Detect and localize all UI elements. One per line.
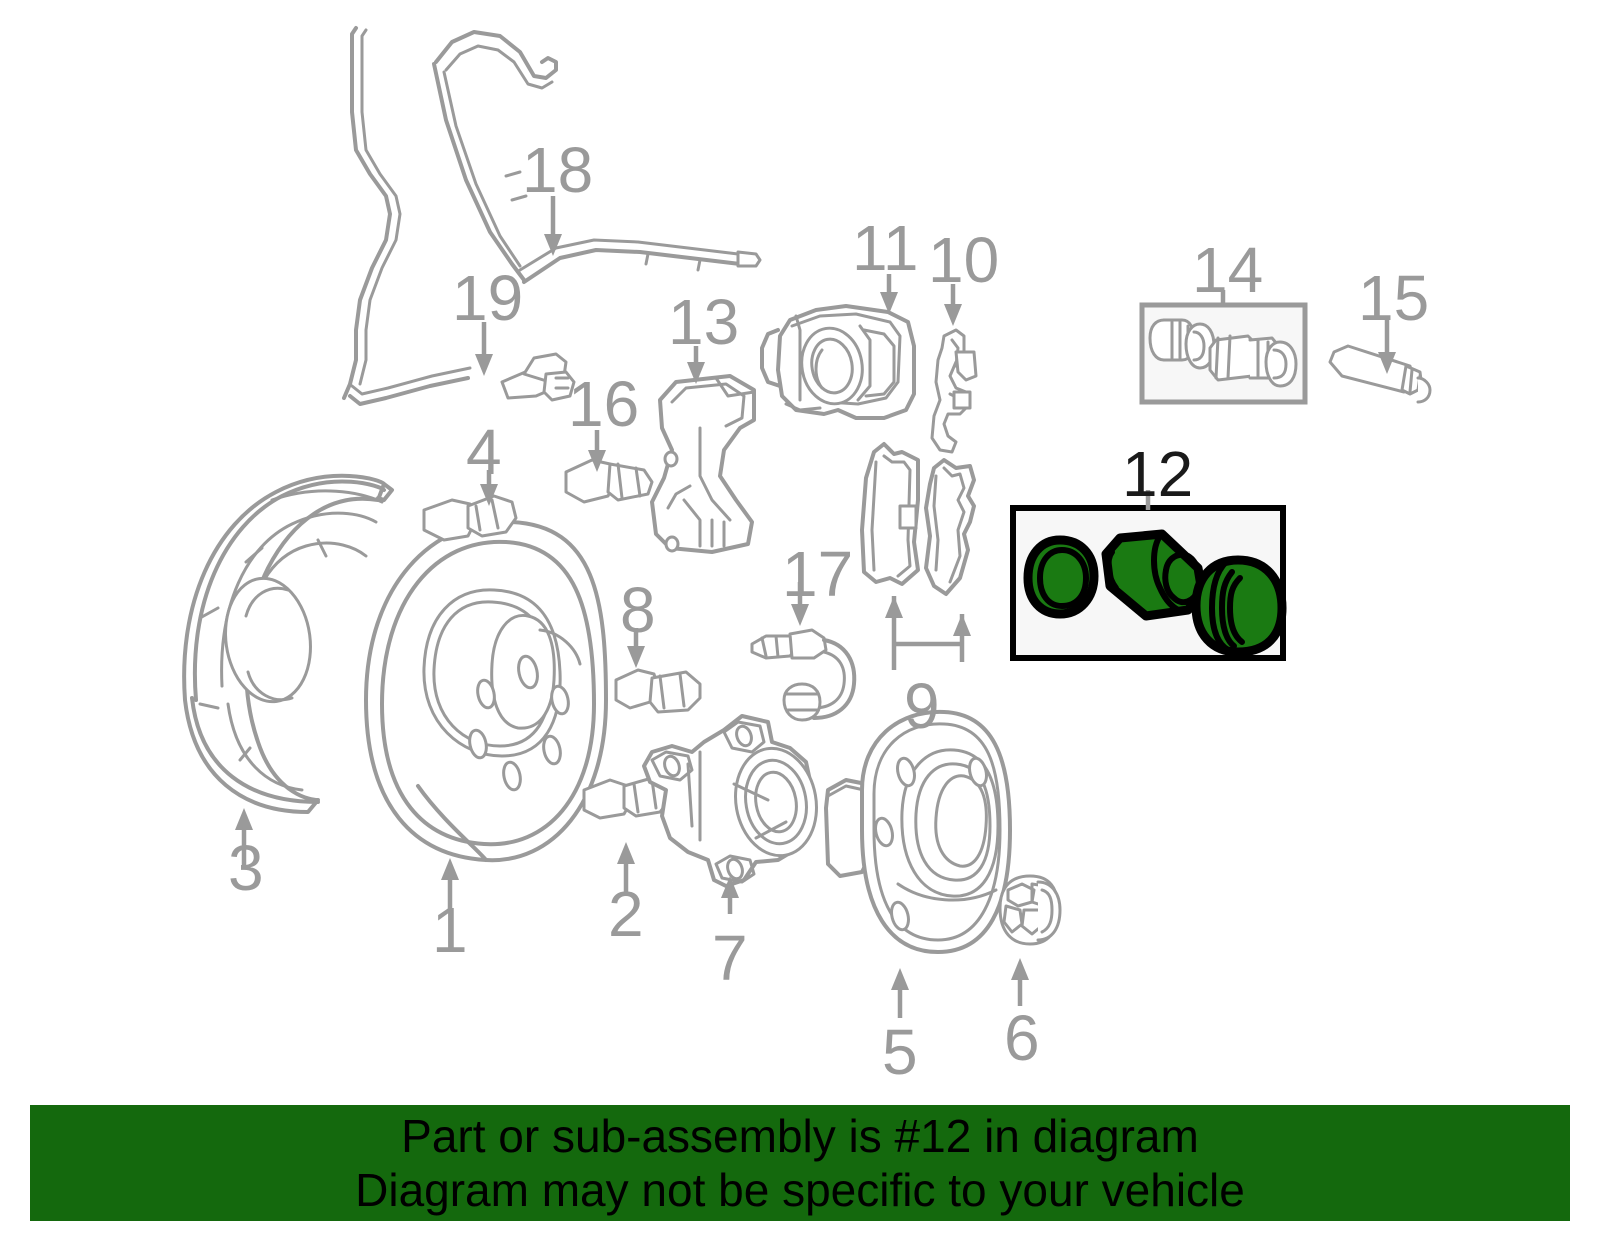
banner-line-1: Part or sub-assembly is #12 in diagram: [401, 1109, 1199, 1162]
part-4-hex-bolt: [422, 494, 518, 542]
part-13-caliper-mounting-bracket: [650, 374, 756, 554]
part-1-brake-rotor: [364, 519, 608, 863]
part-18-parking-brake-cable: [342, 26, 762, 406]
part-8-caliper-bracket-bolt: [614, 668, 702, 714]
banner-line-2: Diagram may not be specific to your vehi…: [355, 1164, 1245, 1216]
callout-label-7[interactable]: 7: [712, 922, 748, 994]
part-3-brake-backing-shield: [182, 473, 394, 814]
callout-label-13[interactable]: 13: [668, 286, 740, 358]
part-14-guide-pin-boot-kit: [1139, 302, 1308, 405]
callout-label-12[interactable]: 12: [1122, 438, 1194, 510]
callout-label-17[interactable]: 17: [782, 538, 854, 610]
callout-label-18[interactable]: 18: [522, 134, 594, 206]
callout-label-6[interactable]: 6: [1004, 1002, 1040, 1074]
part-10-pad-spring-clip: [930, 328, 978, 454]
callout-label-14[interactable]: 14: [1192, 234, 1264, 306]
callout-label-19[interactable]: 19: [452, 262, 524, 334]
callout-label-2[interactable]: 2: [608, 878, 644, 950]
callout-label-9[interactable]: 9: [904, 670, 940, 742]
callout-leaders: [235, 196, 1396, 1018]
callout-label-4[interactable]: 4: [466, 416, 502, 488]
callout-label-1[interactable]: 1: [432, 894, 468, 966]
callout-label-11[interactable]: 11: [852, 212, 919, 284]
part-11-brake-caliper: [760, 304, 916, 420]
callout-label-8[interactable]: 8: [620, 574, 656, 646]
callout-label-16[interactable]: 16: [568, 368, 640, 440]
part-19-abs-wheel-speed-sensor: [500, 352, 576, 402]
part-15-caliper-guide-pin: [1328, 344, 1432, 404]
callout-label-10[interactable]: 10: [928, 224, 1000, 296]
callout-label-5[interactable]: 5: [882, 1016, 918, 1088]
part-reference-banner: Part or sub-assembly is #12 in diagram D…: [30, 1105, 1570, 1221]
part-12-caliper-piston-seal-kit: [1010, 505, 1287, 661]
part-5-wheel-hub: [824, 709, 1012, 954]
callout-label-3[interactable]: 3: [228, 832, 264, 904]
part-7-wheel-bearing-carrier: [642, 714, 818, 888]
part-17-brake-hose: [750, 628, 857, 722]
part-16-caliper-guide-bolt: [564, 458, 654, 504]
part-9-brake-pad-set: [860, 442, 976, 596]
part-6-axle-hub-nut: [998, 874, 1062, 946]
callout-label-15[interactable]: 15: [1358, 262, 1430, 334]
